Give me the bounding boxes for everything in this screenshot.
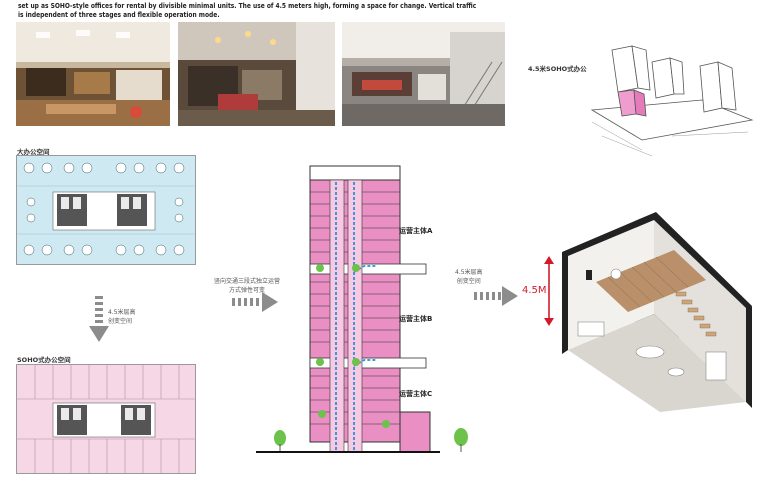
- interior-photo-3: [342, 22, 505, 126]
- soho-interior-isometric: [556, 212, 756, 414]
- stage-b-label: 运营主体B: [399, 315, 433, 323]
- down-arrow-icon: [89, 296, 109, 344]
- soho-office-label: SOHO式办公空间: [17, 356, 71, 364]
- traffic-note-line-2: 方式弹性可变: [229, 287, 266, 294]
- big-office-label: 大办公空间: [17, 148, 50, 156]
- soho-block-label: 4.5米SOHO式办公: [528, 65, 587, 73]
- intro-line-2: is independent of three stages and flexi…: [18, 11, 220, 19]
- height-note-line-1: 4.5米层高: [108, 309, 136, 316]
- intro-text: set up as SOHO-style offices for rental …: [18, 2, 538, 20]
- traffic-note: 竖向交通三段式独立运营 方式弹性可变: [214, 277, 280, 295]
- traffic-note-line-1: 竖向交通三段式独立运营: [214, 278, 281, 285]
- right-note-line-1: 4.5米层高: [455, 269, 483, 276]
- height-value-label: 4.5M: [522, 285, 547, 296]
- right-arrow-icon: [232, 292, 278, 312]
- stage-c-label: 运营主体C: [399, 390, 433, 398]
- interior-photo-1: [16, 22, 170, 126]
- right-note-line-2: 创变空间: [456, 278, 481, 285]
- building-massing-sketch: [522, 40, 760, 158]
- intro-line-1: set up as SOHO-style offices for rental …: [18, 2, 477, 10]
- right-note: 4.5米层高 创变空间: [455, 268, 483, 286]
- interior-photo-2: [178, 22, 335, 126]
- height-dimension-icon: [544, 256, 554, 326]
- height-change-note: 4.5米层高 创变空间: [108, 308, 136, 326]
- soho-office-plan: [16, 364, 196, 474]
- big-office-plan: [16, 155, 196, 265]
- right-arrow-2-icon: [474, 286, 518, 306]
- tree-icon: [452, 428, 470, 452]
- building-section: [256, 162, 440, 458]
- height-note-line-2: 创变空间: [108, 318, 133, 325]
- stage-a-label: 运营主体A: [399, 227, 433, 235]
